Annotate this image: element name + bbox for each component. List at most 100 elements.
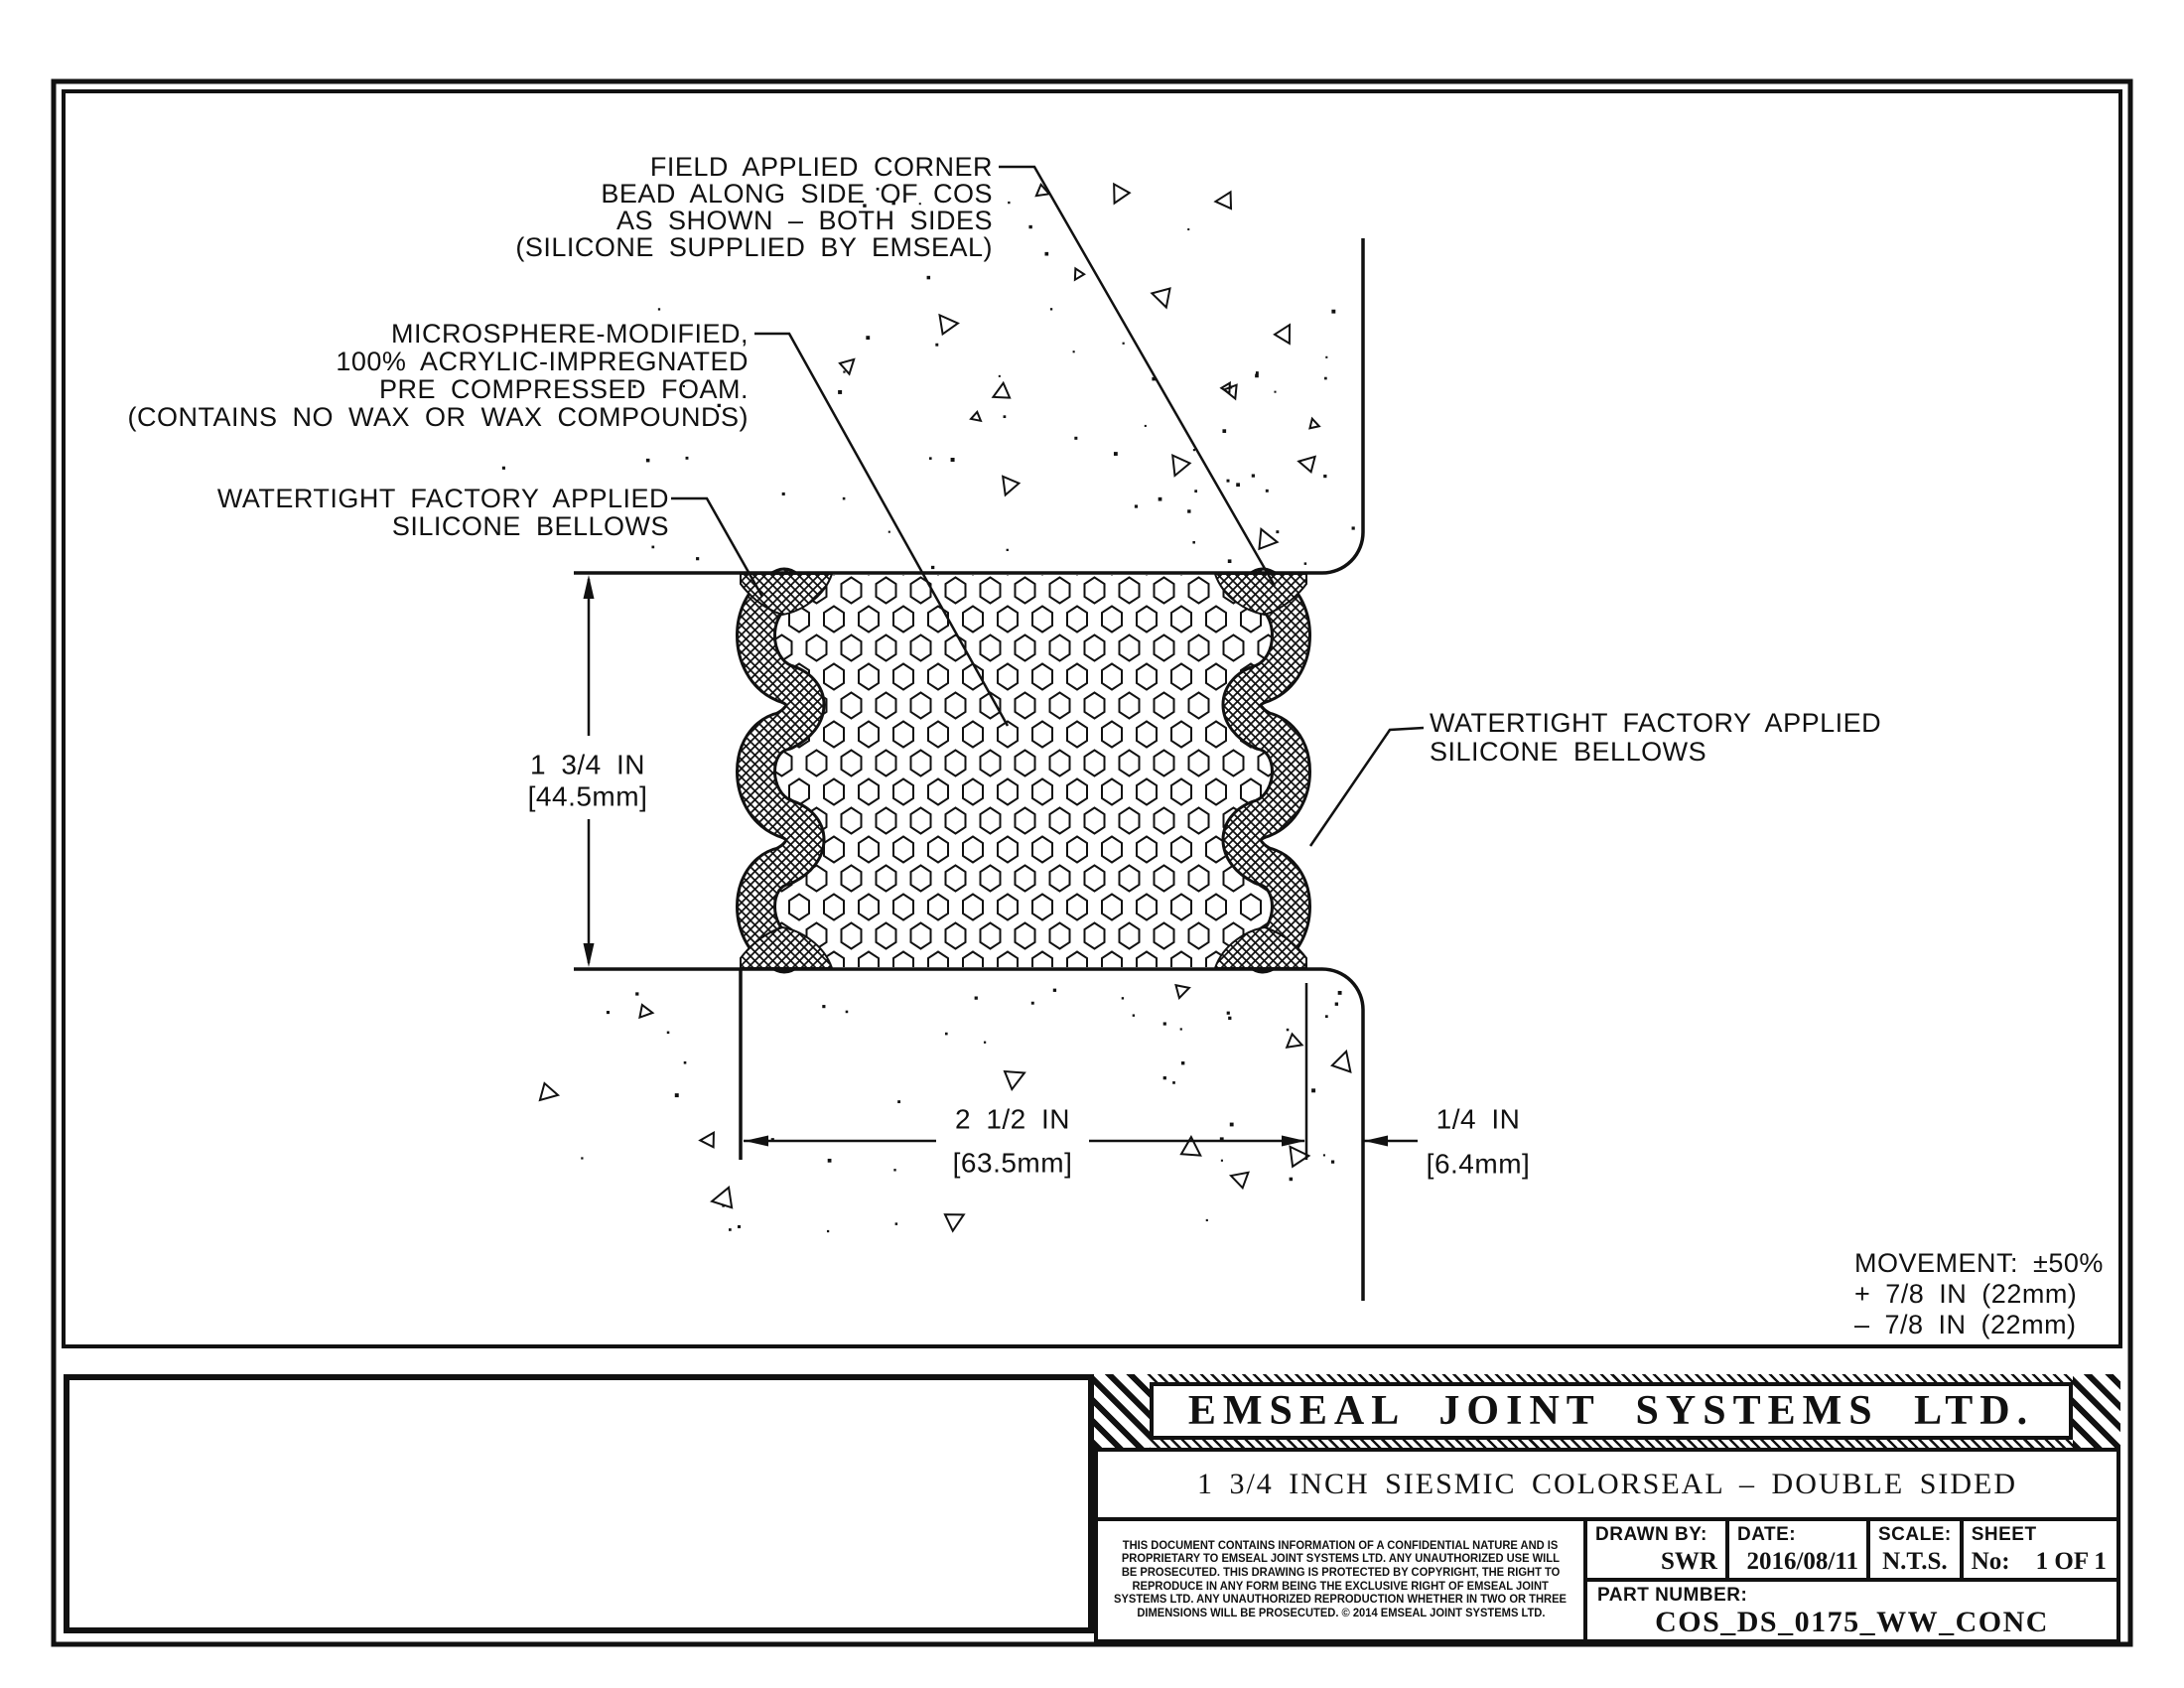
drawing-info: DRAWN BY: SWR DATE: 2016/08/11 SCALE: N.…: [1587, 1521, 2116, 1639]
leader-watertight-right: [1308, 726, 1425, 847]
drawn-by-cell: DRAWN BY: SWR: [1587, 1521, 1729, 1578]
stipple-dot: [998, 374, 1001, 377]
stipple-dot: [1187, 509, 1191, 513]
aggregate-triangle-icon: [1150, 287, 1171, 310]
date-cell: DATE: 2016/08/11: [1729, 1521, 1870, 1578]
stipple-dot: [683, 1060, 687, 1064]
stipple-dot: [1236, 483, 1240, 488]
legal-line: THIS DOCUMENT CONTAINS INFORMATION OF A …: [1123, 1539, 1559, 1552]
stipple-dot: [944, 1032, 948, 1036]
legal-line: SYSTEMS LTD. ANY UNAUTHORIZED REPRODUCTI…: [1114, 1594, 1568, 1607]
sheet-value: 1 OF 1: [2035, 1548, 2107, 1575]
sheet-cell: SHEET No: 1 OF 1: [1964, 1521, 2116, 1578]
aggregate-triangle-icon: [538, 1081, 561, 1102]
stipple-dot: [1162, 1022, 1166, 1026]
stipple-dot: [1205, 1218, 1208, 1221]
dim-width-mm: [63.5mm]: [953, 1148, 1073, 1179]
stipple-dot: [950, 458, 955, 462]
stipple-dot: [1134, 504, 1139, 508]
stipple-dot: [1122, 342, 1125, 345]
stipple-dot: [1334, 1002, 1339, 1006]
part-number-label: PART NUMBER:: [1597, 1585, 1748, 1606]
legal-line: DIMENSIONS WILL BE PROSECUTED. © 2014 EM…: [1136, 1607, 1546, 1619]
scale-cell: SCALE: N.T.S.: [1870, 1521, 1964, 1578]
stipple-dot: [1331, 309, 1336, 314]
annotation-watertight-right: WATERTIGHT FACTORY APPLIED SILICONE BELL…: [1430, 708, 1881, 767]
revision-box: [64, 1374, 1094, 1633]
stipple-dot: [1255, 371, 1259, 374]
arrow-down-icon: [583, 943, 595, 967]
stipple-dot: [1325, 355, 1328, 358]
aggregate-triangle-icon: [1179, 1134, 1202, 1157]
aggregate-triangle-icon: [1228, 1171, 1250, 1191]
stipple-dot: [827, 1158, 832, 1163]
stipple-dot: [1229, 1122, 1234, 1127]
aggregate-triangle-icon: [1174, 983, 1191, 1001]
stipple-dot: [838, 389, 843, 394]
stipple-dot: [666, 1031, 670, 1035]
aggregate-triangle-icon: [1001, 475, 1022, 497]
stipple-dot: [974, 996, 978, 1000]
stipple-dot: [1274, 390, 1277, 393]
stipple-dot: [866, 336, 871, 341]
company-band: EMSEAL JOINT SYSTEMS LTD.: [1094, 1374, 2120, 1448]
annotation-field-applied: FIELD APPLIED CORNER BEAD ALONG SIDE OF …: [515, 152, 992, 262]
stipple-dot: [1226, 479, 1230, 483]
microsphere-line1: MICROSPHERE-MODIFIED,: [391, 319, 749, 349]
stipple-dot: [1227, 559, 1232, 564]
stipple-dot: [918, 203, 921, 206]
aggregate-triangle-icon: [938, 313, 960, 337]
stipple-dot: [1286, 1028, 1290, 1032]
stipple-dot: [1324, 1015, 1328, 1019]
corner-beads: [740, 573, 1307, 969]
concrete-substrate-edges: [574, 238, 1365, 1301]
stipple-dot: [1192, 449, 1195, 452]
part-number-value: COS_DS_0175_WW_CONC: [1655, 1606, 2049, 1638]
concrete-bottom-edge: [574, 967, 1365, 1301]
precompressed-foam-core: [755, 575, 1292, 967]
corner-bead-bottom-right: [1213, 925, 1307, 969]
aggregate-triangle-icon: [943, 1213, 966, 1233]
stipple-dot: [1158, 496, 1162, 501]
stipple-dot: [1121, 997, 1125, 1000]
stipple-dot: [1049, 308, 1053, 311]
microsphere-line2: 100% ACRYLIC-IMPREGNATED: [336, 347, 749, 376]
stipple-dot: [897, 1100, 901, 1104]
stipple-dot: [1180, 1061, 1185, 1065]
stipple-dot: [1030, 1001, 1034, 1005]
drawn-by-value: SWR: [1661, 1548, 1717, 1575]
stipple-dot: [876, 188, 880, 191]
movement-line2: + 7/8 IN (22mm): [1854, 1279, 2077, 1309]
aggregate-triangle-icon: [1285, 1032, 1304, 1050]
stipple-dot: [657, 308, 661, 311]
watertight-left-line1: WATERTIGHT FACTORY APPLIED: [217, 484, 669, 513]
stipple-dot: [1255, 373, 1259, 378]
aggregate-triangle-icon: [838, 357, 856, 376]
aggregate-triangle-icon: [1308, 416, 1321, 430]
stipple-dot: [935, 343, 939, 347]
stipple-dot: [894, 1222, 898, 1225]
stipple-dot: [1072, 351, 1075, 353]
movement-line1: MOVEMENT: ±50%: [1854, 1248, 2104, 1278]
hatch-bar-right: [2073, 1374, 2120, 1448]
stipple-dot: [696, 557, 700, 561]
part-number-cell: PART NUMBER: COS_DS_0175_WW_CONC: [1587, 1582, 2116, 1639]
sheet-label: SHEET: [1971, 1524, 2037, 1545]
stipple-dot: [770, 1138, 774, 1142]
legal-line: PROPRIETARY TO EMSEAL JOINT SYSTEMS LTD.…: [1121, 1553, 1561, 1566]
title-block-details: THIS DOCUMENT CONTAINS INFORMATION OF A …: [1094, 1521, 2120, 1643]
company-name-box: EMSEAL JOINT SYSTEMS LTD.: [1150, 1382, 2073, 1440]
stipple-dot: [717, 403, 721, 408]
aggregate-triangle-icon: [638, 1003, 655, 1020]
corner-bead-bottom-left: [740, 925, 834, 969]
dim-height-mm: [44.5mm]: [528, 781, 648, 812]
stipple-dot: [581, 1157, 584, 1160]
stipple-dot: [737, 1224, 742, 1228]
drawing-title-band: 1 3/4 INCH SIESMIC COLORSEAL – DOUBLE SI…: [1094, 1448, 2120, 1521]
stipple-dot: [1194, 490, 1198, 493]
drawing-area-border: [62, 89, 2122, 1348]
leader-field-applied: [999, 165, 1277, 587]
stipple-dot: [1303, 562, 1307, 565]
stipple-dot: [1337, 990, 1342, 995]
